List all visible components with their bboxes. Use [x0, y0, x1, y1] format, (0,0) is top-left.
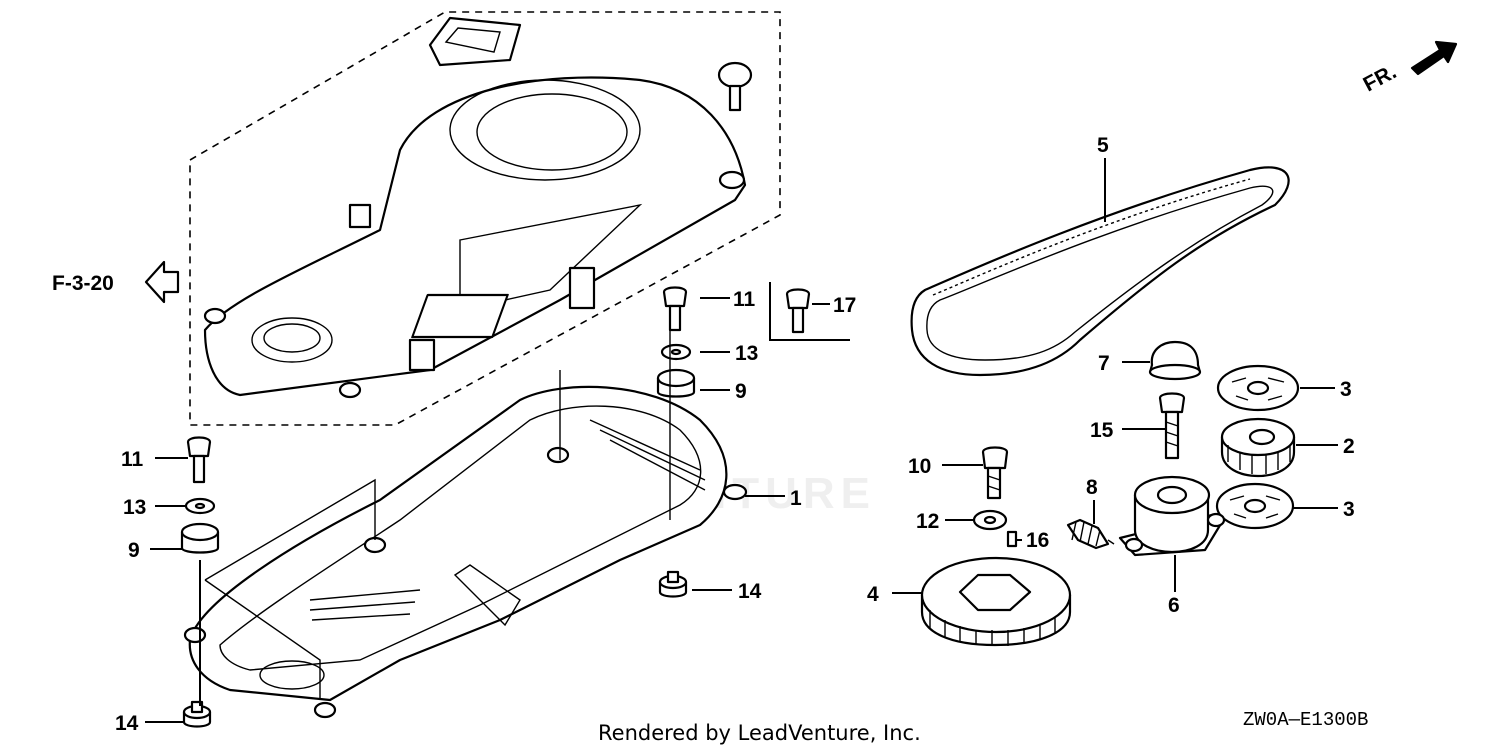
flange-bolt-part[interactable]: [981, 446, 1009, 500]
reference-label[interactable]: F-3-20: [52, 272, 114, 295]
flange-lower-part[interactable]: [1215, 482, 1295, 530]
collar-lower-part[interactable]: [182, 700, 212, 728]
washer-lower-part[interactable]: [184, 497, 216, 515]
driven-pulley-part[interactable]: [920, 556, 1072, 647]
drive-pulley-part[interactable]: [1220, 417, 1296, 478]
callout-3-lower[interactable]: 3: [1343, 498, 1355, 521]
lower-case-part[interactable]: [183, 385, 748, 719]
callout-1[interactable]: 1: [790, 487, 802, 510]
collar-upper-part[interactable]: [658, 570, 688, 598]
callout-4[interactable]: 4: [867, 583, 879, 606]
callout-7[interactable]: 7: [1098, 352, 1110, 375]
tensioner-part[interactable]: [1118, 475, 1226, 557]
timing-belt-part[interactable]: [910, 166, 1290, 377]
cover-bolt-lower-part[interactable]: [186, 436, 212, 484]
grommet-upper-part[interactable]: [656, 368, 696, 398]
washer-upper-part[interactable]: [660, 343, 692, 361]
tensioner-bolt-part[interactable]: [1158, 392, 1186, 460]
callout-10[interactable]: 10: [908, 455, 931, 478]
callout-2[interactable]: 2: [1343, 435, 1355, 458]
cover-knob-screw-part[interactable]: [717, 61, 753, 112]
grommet-lower-part[interactable]: [180, 522, 220, 554]
flange-upper-part[interactable]: [1216, 364, 1300, 412]
callout-3-upper[interactable]: 3: [1340, 378, 1352, 401]
callout-16[interactable]: 16: [1026, 529, 1049, 552]
callout-17[interactable]: 17: [833, 294, 856, 317]
front-direction-label: FR.: [1360, 60, 1401, 96]
callout-11-lower[interactable]: 11: [121, 448, 144, 471]
pin-part[interactable]: [1006, 530, 1018, 548]
reference-arrow-icon[interactable]: [144, 260, 180, 304]
leader-lines: [145, 158, 1338, 723]
callout-11-upper[interactable]: 11: [733, 288, 756, 311]
reference-assembly-outline: [189, 11, 781, 426]
tensioner-spring-part[interactable]: [1066, 518, 1115, 550]
callout-8[interactable]: 8: [1086, 476, 1098, 499]
callout-9-upper[interactable]: 9: [735, 380, 747, 403]
credit-text: Rendered by LeadVenture, Inc.: [598, 721, 921, 745]
callout-5[interactable]: 5: [1097, 134, 1109, 157]
cap-part[interactable]: [1148, 340, 1202, 381]
callout-9-lower[interactable]: 9: [128, 539, 140, 562]
cover-bolt-upper-part[interactable]: [662, 286, 688, 332]
upper-cover-part[interactable]: [203, 76, 747, 399]
cover-grommet-part[interactable]: [428, 16, 522, 67]
washer-part[interactable]: [972, 509, 1008, 531]
callout-6[interactable]: 6: [1168, 594, 1180, 617]
callout-15[interactable]: 15: [1090, 419, 1114, 442]
diagram-code: ZW0A—E1300B: [1243, 709, 1368, 731]
callout-14-lower[interactable]: 14: [115, 712, 139, 735]
callout-12[interactable]: 12: [916, 510, 939, 533]
callout-14-upper[interactable]: 14: [738, 580, 762, 603]
front-direction-arrow-icon: [1410, 40, 1458, 76]
callout-13-lower[interactable]: 13: [123, 496, 146, 519]
bolt-17-part[interactable]: [785, 288, 811, 334]
callout-13-upper[interactable]: 13: [735, 342, 758, 365]
